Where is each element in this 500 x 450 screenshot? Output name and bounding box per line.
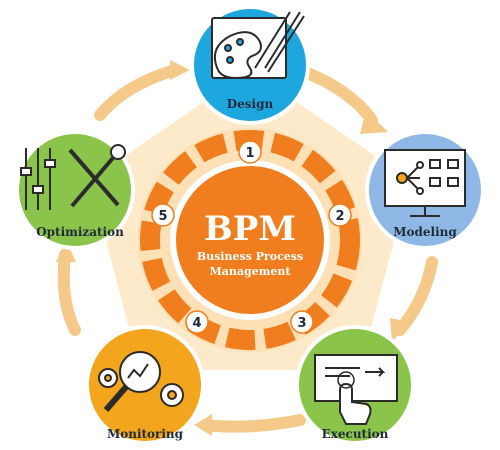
center-subtitle-line1: Business Process (197, 250, 303, 263)
step-number: 2 (335, 209, 344, 224)
step-badge-1: 1 (238, 140, 262, 164)
stage-execution: Execution (295, 325, 415, 445)
center-subtitle-line2: Management (210, 265, 292, 278)
stage-label-monitoring: Monitoring (107, 427, 184, 441)
stage-design: Design (190, 5, 310, 125)
magnifier-gears-icon (98, 351, 184, 412)
step-number: 4 (192, 316, 201, 331)
center-circle (176, 166, 324, 314)
flowchart-monitor-icon (384, 149, 466, 217)
touchscreen-hand-icon (314, 354, 398, 425)
arrow-optimization-to-design (94, 64, 181, 121)
step-badge-3: 3 (290, 310, 314, 334)
center-title: BPM (204, 209, 296, 249)
step-badge-2: 2 (328, 203, 352, 227)
palette-pencil-icon (211, 11, 305, 80)
stage-optimization: Optimization (15, 130, 135, 250)
arrow-design-to-modeling (299, 66, 378, 126)
stage-label-modeling: Modeling (393, 225, 457, 239)
stage-label-execution: Execution (322, 427, 389, 441)
stage-modeling: Modeling (365, 130, 485, 250)
stage-monitoring: Monitoring (85, 325, 205, 445)
stage-label-optimization: Optimization (36, 225, 124, 239)
inner-dashed-ring (140, 130, 360, 350)
step-number: 5 (158, 209, 167, 224)
step-number: 3 (297, 316, 306, 331)
arrow-execution-to-monitoring (199, 414, 306, 433)
arrow-modeling-to-execution (394, 256, 438, 336)
stage-label-design: Design (227, 97, 274, 111)
step-badge-4: 4 (185, 310, 209, 334)
arrow-monitoring-to-optimization (57, 249, 81, 336)
sliders-tools-icon (20, 144, 126, 210)
step-number: 1 (245, 146, 254, 161)
outer-arrowheads (56, 60, 410, 436)
step-badge-5: 5 (151, 203, 175, 227)
